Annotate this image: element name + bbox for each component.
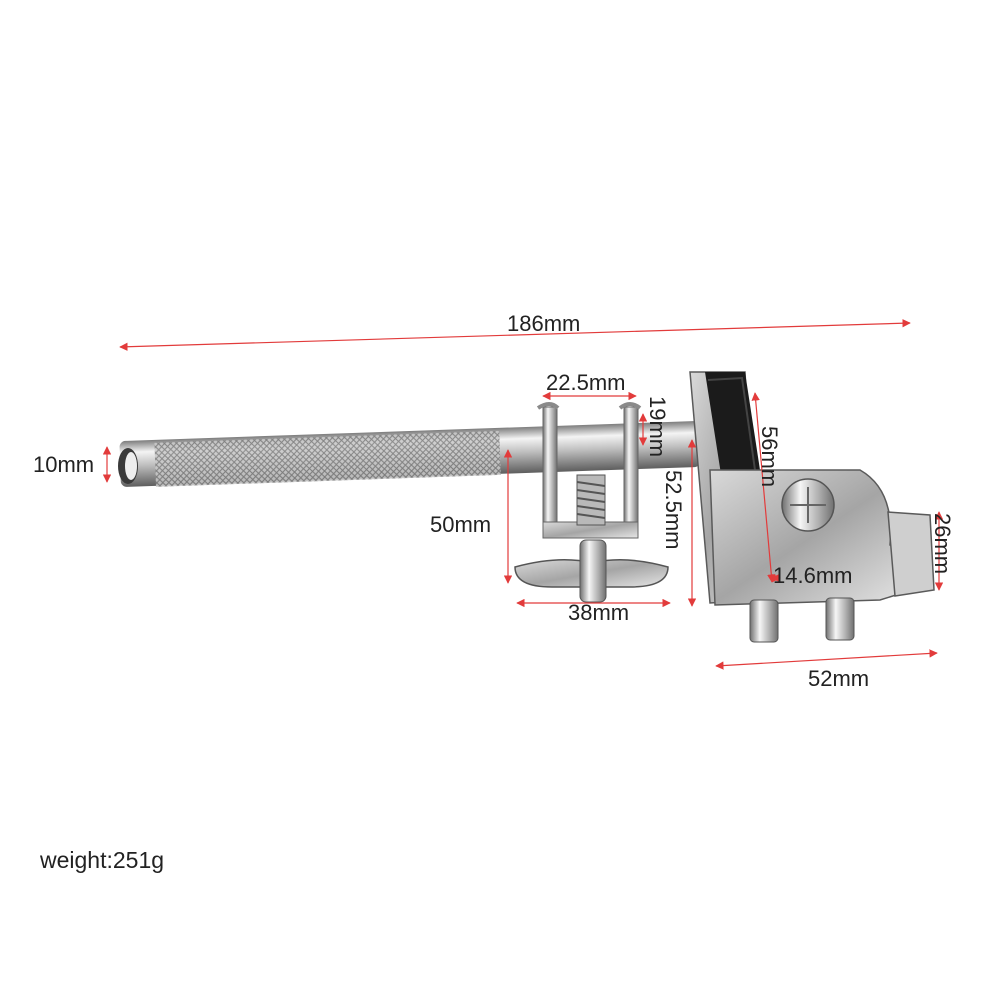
clamp-product [118,371,935,643]
label-bolt-width: 14.6mm [773,563,852,588]
label-side-height: 26mm [930,513,955,574]
label-base-width: 52mm [808,666,869,691]
dim-56-line [751,392,776,583]
label-overall-length: 186mm [507,311,580,336]
label-wingnut-width: 38mm [568,600,629,625]
rod [118,421,701,487]
dim-186-line [119,319,911,351]
u-clamp [514,402,669,603]
dimension-labels: 186mm 10mm 22.5mm 19mm 50mm 38mm 52.5mm … [33,311,955,691]
bracket [689,371,935,643]
label-clamp-height-small: 19mm [645,396,670,457]
dimension-lines [102,319,944,670]
label-clamp-width: 22.5mm [546,370,625,395]
label-clamp-height: 50mm [430,512,491,537]
label-bracket-height: 52.5mm [661,470,686,549]
dim-52-line [715,649,938,670]
weight-label: weight:251g [40,847,165,873]
label-rod-diameter: 10mm [33,452,94,477]
label-felt-height: 56mm [757,426,782,487]
